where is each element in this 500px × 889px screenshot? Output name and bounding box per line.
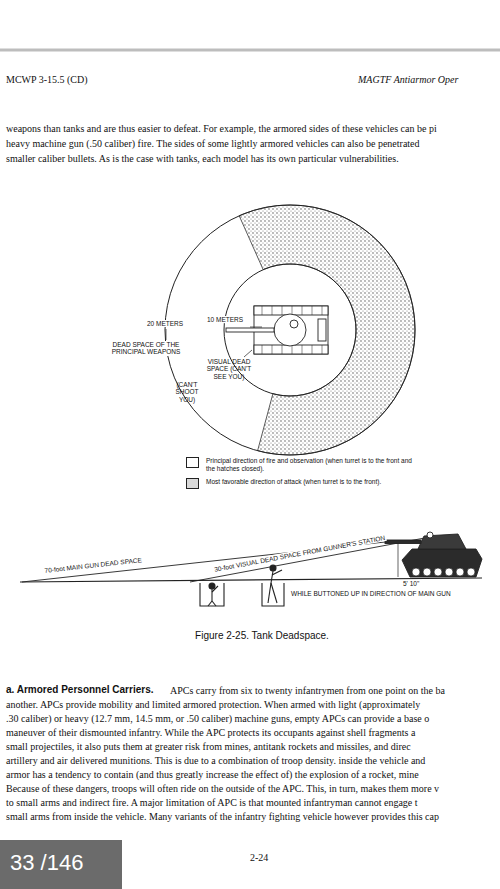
page-number: 2-24: [250, 852, 268, 864]
page-counter: 33 /146: [10, 850, 83, 875]
zone-label: DEAD SPACE OF THE PRINCIPAL WEAPONS: [100, 341, 192, 356]
page-counter-box: [0, 840, 122, 889]
body-text-line: maneuver of their dismounted infantry. W…: [6, 727, 415, 739]
soldier-in-foxhole: [200, 583, 224, 606]
page-edge: [0, 49, 500, 52]
legend-text: Most favorable direction of attack (when…: [206, 478, 381, 486]
legend-swatch: [186, 457, 199, 468]
body-text-line: .30 caliber) or heavy (12.7 mm, 14.5 mm,…: [6, 713, 429, 725]
body-text-line: heavy machine gun (.50 caliber) fire. Th…: [6, 138, 420, 150]
running-header: MAGTF Antiarmor Oper: [358, 74, 458, 86]
body-text-line: small projectiles, it also puts them at …: [6, 741, 411, 753]
distance-label: 20 METERS: [146, 320, 184, 327]
legend-swatch: [186, 478, 199, 489]
body-text-line: artillery and air delivered munitions. T…: [6, 755, 425, 767]
figure-caption: Figure 2-25. Tank Deadspace.: [195, 630, 329, 642]
zone-label: (CAN'T SHOOT YOU): [168, 381, 206, 403]
road-wheel: [434, 568, 442, 576]
road-wheel: [467, 568, 475, 576]
body-text-line: weapons than tanks and are thus easier t…: [6, 123, 437, 135]
legend-entry: Most favorable direction of attack (when…: [186, 478, 416, 489]
condition-note: WHILE BUTTONED UP IN DIRECTION OF MAIN G…: [290, 590, 452, 597]
section-heading: a. Armored Personnel Carriers.: [6, 684, 153, 696]
body-text-line: another. APCs provide mobility and limit…: [6, 699, 420, 711]
body-text-line: armor has a tendency to contain (and thu…: [6, 769, 419, 781]
height-dimension: [398, 543, 399, 577]
soldier-kneeling: [262, 565, 284, 606]
running-header: MCWP 3-15.5 (CD): [6, 74, 88, 86]
visual-dead-space-line: [190, 537, 430, 582]
legend: Principal direction of fire and observat…: [186, 457, 416, 494]
body-text-line: Because of these dangers, troops will of…: [6, 783, 439, 795]
leader-line: [250, 327, 262, 328]
tank-top-view: [226, 306, 328, 354]
body-text-line: to small arms and indirect fire. A major…: [6, 797, 418, 809]
legend-entry: Principal direction of fire and observat…: [186, 457, 416, 473]
dimension-label: 5' 10": [402, 580, 420, 587]
outer-circle: [165, 205, 415, 455]
leader-line: [244, 350, 252, 357]
top-margin: [0, 0, 500, 48]
body-text-line: smaller caliber bullets. As is the case …: [6, 153, 399, 165]
body-text-line: APCs carry from six to twenty infantryme…: [170, 685, 445, 697]
road-wheel: [423, 568, 431, 576]
leader-line: [166, 329, 167, 340]
road-wheel: [456, 568, 464, 576]
road-wheels: [412, 568, 475, 576]
road-wheel: [445, 568, 453, 576]
road-wheel: [412, 568, 420, 576]
range-label: 70-foot MAIN GUN DEAD SPACE: [43, 556, 143, 574]
body-text-line: small arms from inside the vehicle. Many…: [6, 811, 439, 823]
zone-label: VISUAL DEAD SPACE (CAN'T SEE YOU): [200, 358, 258, 380]
distance-label: 10 METERS: [206, 316, 244, 323]
range-label: 30-foot VISUAL DEAD SPACE FROM GUNNER'S …: [213, 534, 387, 574]
legend-text: Principal direction of fire and observat…: [206, 457, 416, 473]
tank-side-view: [385, 532, 482, 577]
